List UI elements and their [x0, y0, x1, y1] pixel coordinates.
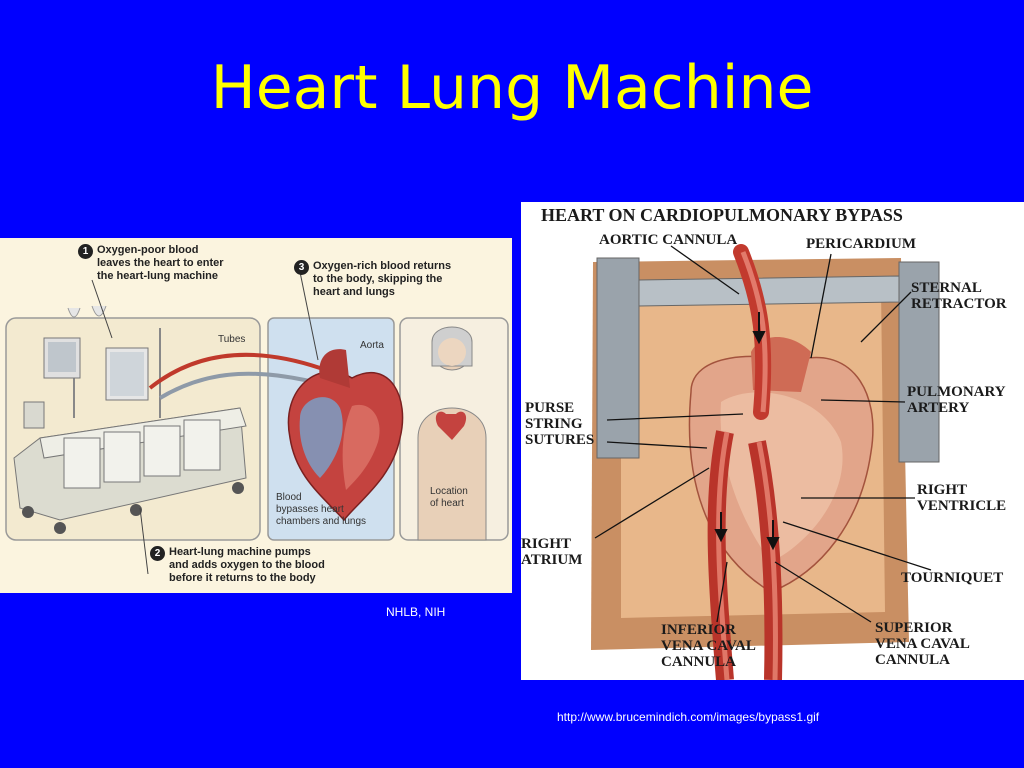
purse-string-sutures-label: PURSE STRING SUTURES [525, 400, 595, 448]
cardiopulmonary-bypass-illustration: HEART ON CARDIOPULMONARY BYPASS AORTIC C… [521, 202, 1024, 680]
step-1-callout: 1 Oxygen-poor blood leaves the heart to e… [78, 244, 224, 283]
bypass-diagram-art [591, 244, 940, 680]
heart-lung-machine-illustration: 1 Oxygen-poor blood leaves the heart to e… [0, 238, 512, 593]
step-3-text: Oxygen-rich blood returns to the body, s… [313, 260, 452, 298]
right-figure-source-url: http://www.brucemindich.com/images/bypas… [557, 710, 820, 724]
step-2-callout: 2 Heart-lung machine pumps and adds oxyge… [150, 546, 325, 585]
tubes-label: Tubes [218, 334, 246, 345]
pericardium-label: PERICARDIUM [806, 236, 916, 252]
bypass-label: Blood bypasses heart chambers and lungs [276, 492, 367, 527]
machine-diagram-art [5, 271, 509, 575]
location-label: Location of heart [430, 486, 468, 509]
bypass-figure-title: HEART ON CARDIOPULMONARY BYPASS [541, 205, 903, 225]
inferior-vena-caval-cannula-label: INFERIOR VENA CAVAL CANNULA [661, 622, 756, 670]
superior-vena-caval-cannula-label: SUPERIOR VENA CAVAL CANNULA [875, 620, 970, 668]
aorta-label: Aorta [360, 340, 384, 351]
left-figure-credit: NHLB, NIH [386, 605, 446, 619]
sternal-retractor-label: STERNAL RETRACTOR [911, 280, 1007, 312]
right-ventricle-label: RIGHT VENTRICLE [917, 482, 1007, 514]
tourniquet-label: TOURNIQUET [901, 570, 1004, 586]
step-1-text: Oxygen-poor blood leaves the heart to en… [97, 244, 224, 282]
aortic-cannula-label: AORTIC CANNULA [599, 232, 738, 248]
pulmonary-artery-label: PULMONARY ARTERY [907, 384, 1006, 416]
step-1-number: 1 [78, 244, 93, 259]
slide-title: Heart Lung Machine [210, 53, 814, 123]
right-atrium-label: RIGHT ATRIUM [521, 536, 583, 568]
step-2-number: 2 [150, 546, 165, 561]
step-3-number: 3 [294, 260, 309, 275]
step-3-callout: 3 Oxygen-rich blood returns to the body, … [294, 260, 451, 299]
step-2-text: Heart-lung machine pumps and adds oxygen… [169, 546, 325, 584]
